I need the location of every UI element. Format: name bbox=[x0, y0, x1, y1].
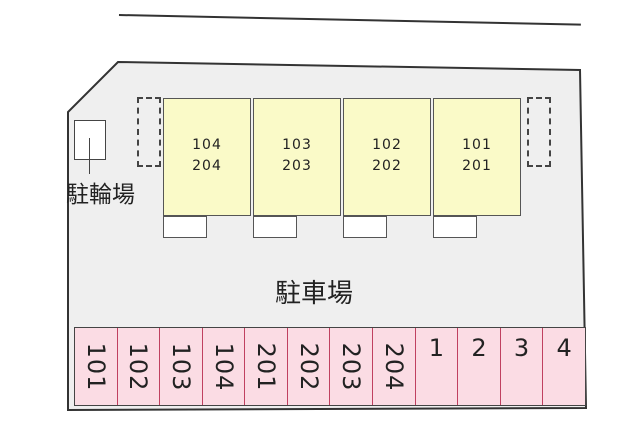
unit-upper-label: 103 bbox=[282, 137, 312, 153]
parking-space-label: 101 bbox=[81, 342, 110, 391]
unit-upper-label: 104 bbox=[192, 137, 222, 153]
parking-space: 104 bbox=[201, 328, 245, 405]
parking-space-label: 4 bbox=[556, 334, 572, 362]
parking-space-label: 102 bbox=[124, 342, 153, 391]
parking-space-label: 3 bbox=[513, 334, 530, 362]
outdoor-unit-102 bbox=[343, 216, 387, 238]
outdoor-unit-103 bbox=[253, 216, 297, 238]
outdoor-unit-104 bbox=[163, 216, 207, 238]
unit-upper-label: 102 bbox=[372, 137, 402, 153]
unit-lower-label: 203 bbox=[282, 158, 312, 174]
unit-upper-label: 101 bbox=[462, 137, 492, 153]
bicycle-parking-marker bbox=[89, 138, 90, 174]
parking-space: 1 bbox=[414, 328, 458, 405]
parking-space: 103 bbox=[159, 328, 202, 405]
parking-space: 2 bbox=[457, 328, 500, 405]
parking-space-label: 204 bbox=[379, 342, 408, 391]
parking-lot-label: 駐車場 bbox=[275, 279, 354, 309]
parking-space: 101 bbox=[75, 328, 117, 405]
building-unit-102-202: 102 202 bbox=[343, 98, 431, 216]
parking-space: 202 bbox=[286, 328, 330, 405]
parking-space: 201 bbox=[244, 328, 287, 405]
parking-space: 102 bbox=[116, 328, 160, 405]
unit-lower-label: 201 bbox=[462, 158, 492, 174]
bicycle-parking-label: 駐輪場 bbox=[66, 182, 135, 208]
building-unit-101-201: 101 201 bbox=[433, 98, 521, 216]
left-dashed-area bbox=[137, 97, 161, 167]
building-unit-104-204: 104 204 bbox=[163, 98, 251, 216]
right-dashed-area bbox=[527, 97, 551, 167]
parking-space: 203 bbox=[329, 328, 373, 405]
unit-lower-label: 204 bbox=[192, 158, 222, 174]
bicycle-parking-box bbox=[74, 120, 106, 160]
parking-space: 204 bbox=[372, 328, 415, 405]
parking-space: 4 bbox=[542, 328, 585, 405]
parking-space-label: 201 bbox=[252, 342, 281, 391]
parking-space: 3 bbox=[499, 328, 543, 405]
parking-space-label: 203 bbox=[337, 342, 366, 391]
parking-space-label: 104 bbox=[209, 342, 238, 391]
outdoor-unit-101 bbox=[433, 216, 477, 238]
parking-space-label: 2 bbox=[471, 334, 487, 362]
parking-space-label: 202 bbox=[294, 342, 323, 391]
unit-lower-label: 202 bbox=[372, 158, 402, 174]
parking-space-label: 1 bbox=[428, 334, 445, 362]
building-unit-103-203: 103 203 bbox=[253, 98, 341, 216]
parking-space-label: 103 bbox=[166, 342, 195, 391]
